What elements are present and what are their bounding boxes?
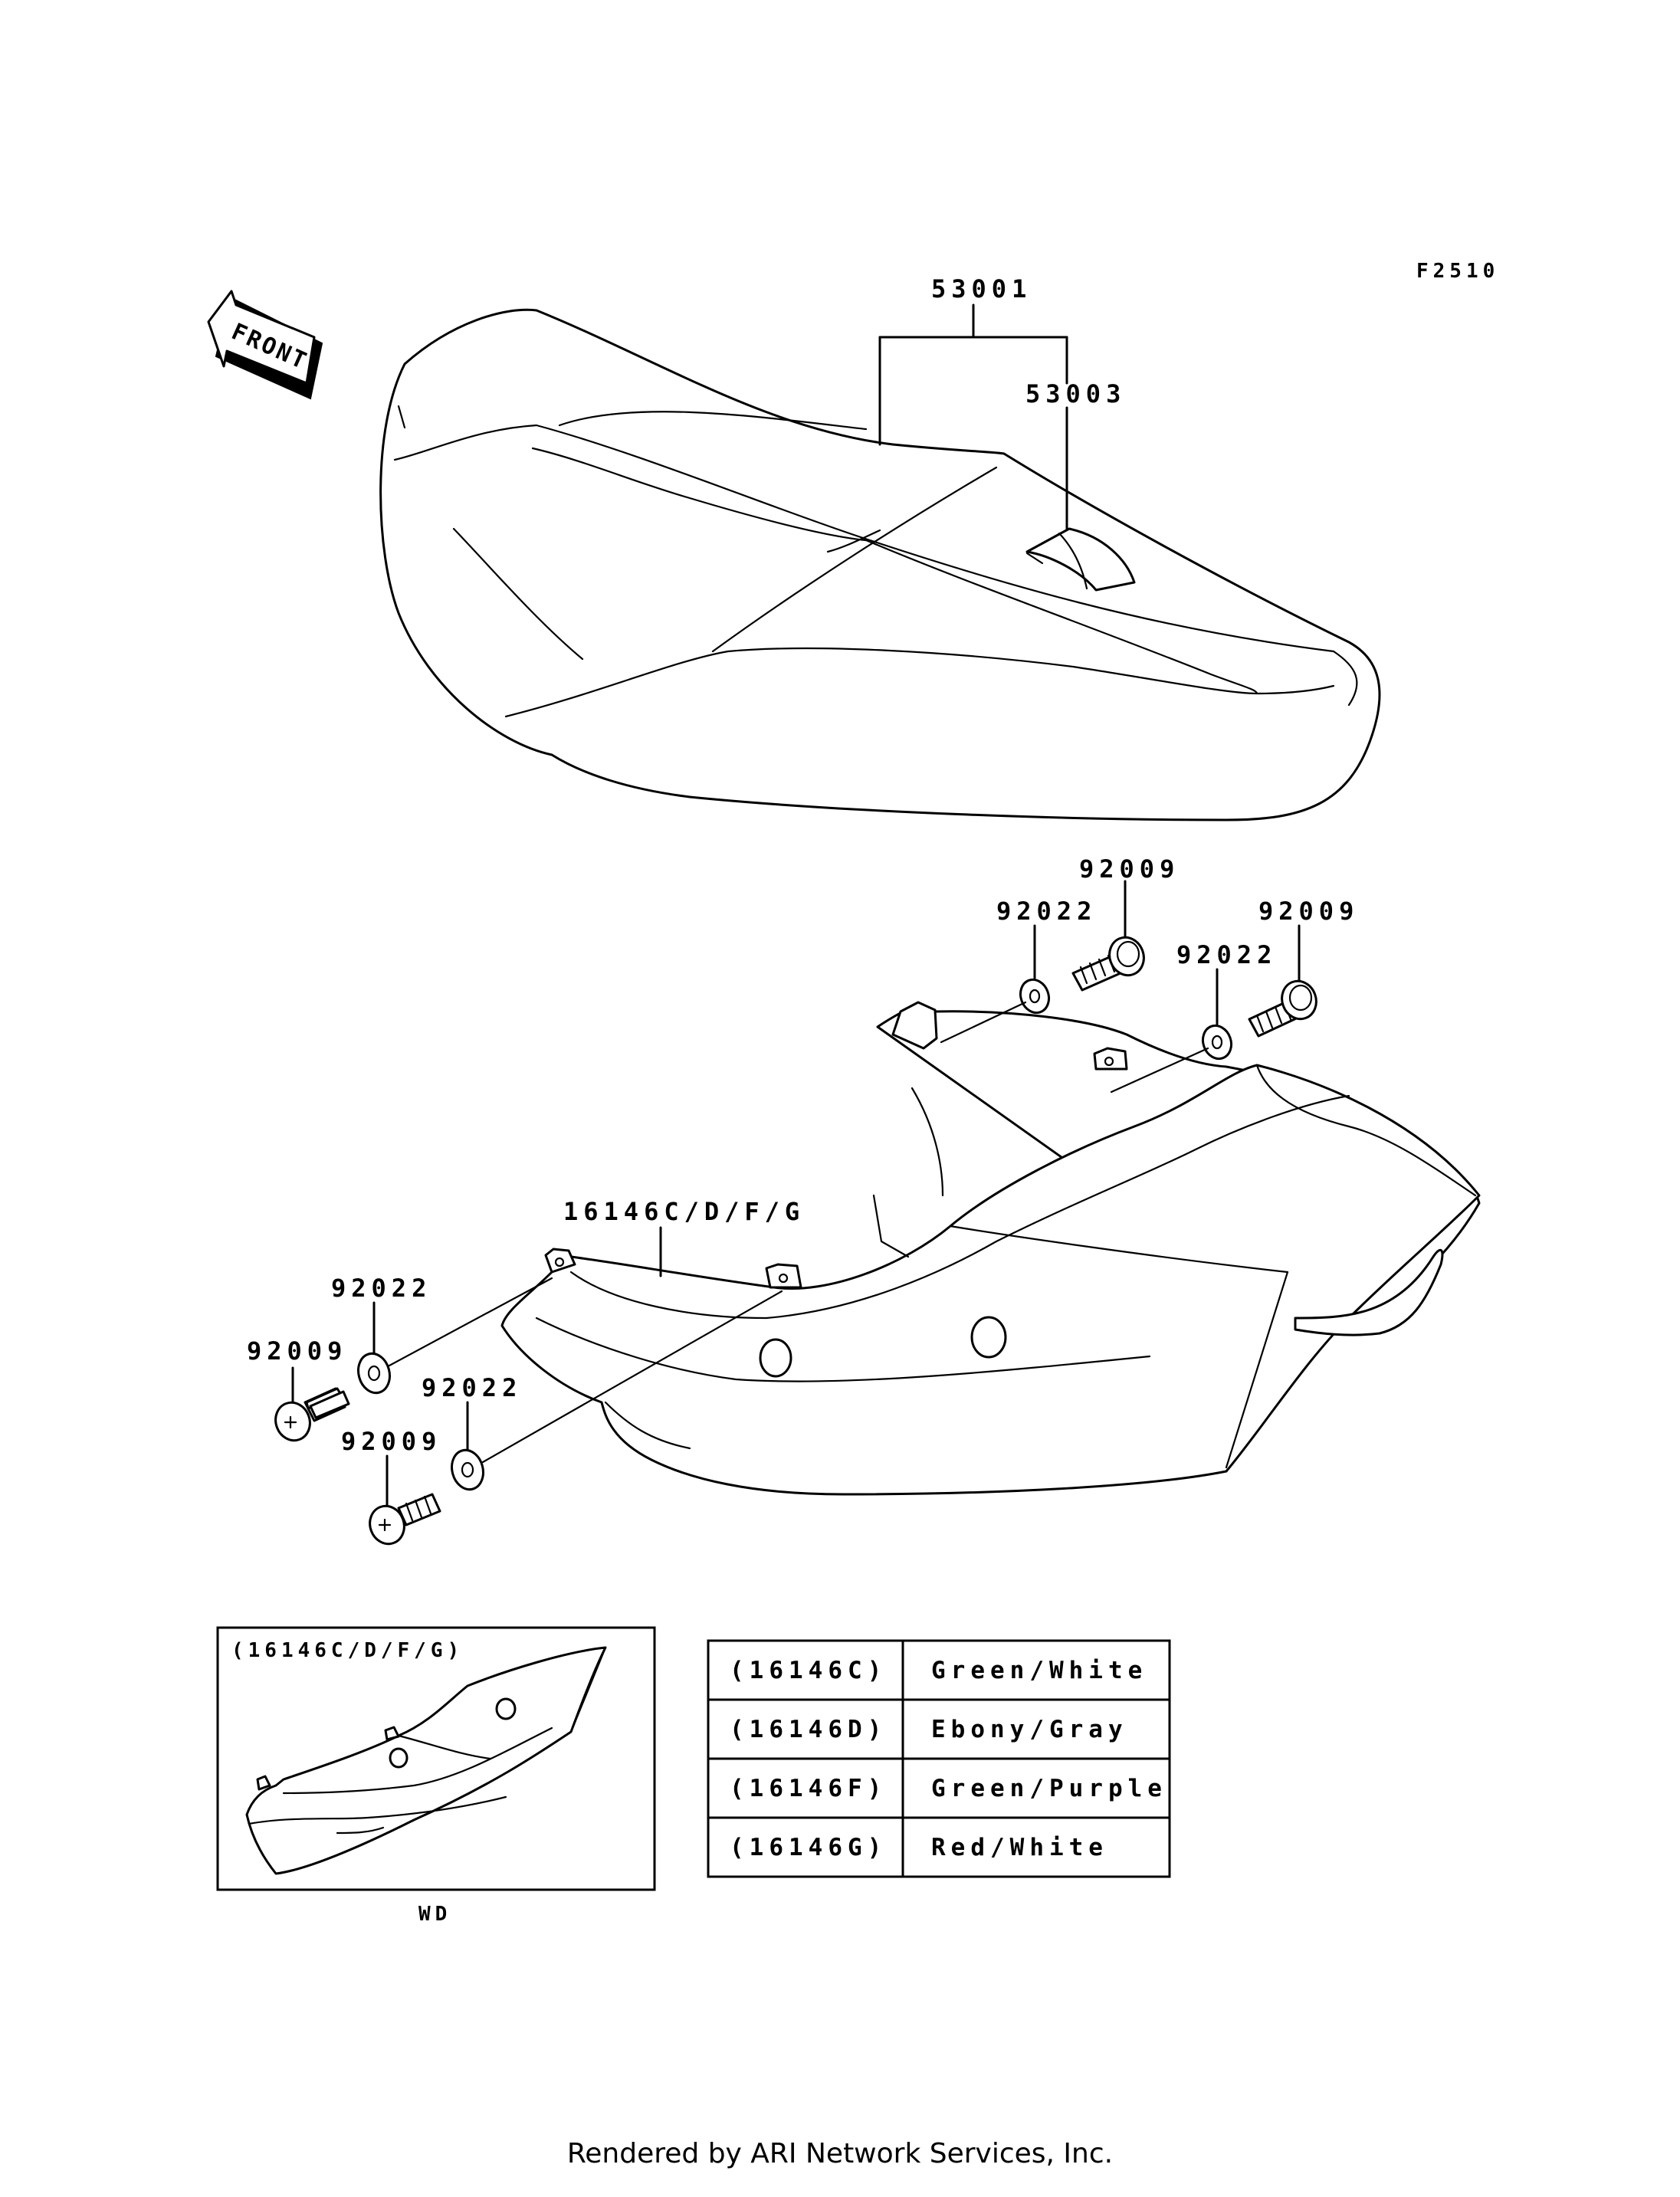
table-row-part: (16146D)	[730, 1716, 887, 1743]
table-row-color: Green/Purple	[931, 1775, 1167, 1802]
callout-53001: 53001	[931, 274, 1032, 303]
callout-16146-side-cover: 16146C/D/F/G	[563, 1197, 805, 1226]
table-row-color: Ebony/Gray	[931, 1716, 1128, 1743]
hardware-leader-lines	[291, 880, 1301, 1507]
footer-credit: Rendered by ARI Network Services, Inc.	[566, 2138, 1114, 2169]
callout-92009-top-1: 92009	[1079, 854, 1180, 884]
washer-left-1	[357, 1352, 391, 1395]
callout-92009-top-2: 92009	[1258, 897, 1359, 926]
inset-title: (16146C/D/F/G)	[231, 1639, 464, 1662]
callout-92022-top-2: 92022	[1176, 940, 1277, 969]
table-row-part: (16146C)	[730, 1657, 887, 1684]
washer-left-2	[451, 1448, 484, 1491]
color-table: (16146C) Green/White (16146D) Ebony/Gray…	[707, 1639, 1171, 1878]
callout-92022-left-1: 92022	[331, 1274, 431, 1303]
figure-code: F2510	[1416, 260, 1499, 283]
seat-callout-lines	[878, 303, 1068, 530]
front-arrow-icon: FRONT	[207, 290, 323, 400]
callout-92009-left-2: 92009	[341, 1427, 441, 1456]
side-cover-drawing	[500, 1001, 1481, 1496]
bolt-top-2	[1248, 979, 1317, 1038]
bolt-left-1	[274, 1387, 350, 1442]
washer-top-2	[1201, 1024, 1233, 1061]
table-row-part: (16146G)	[730, 1834, 887, 1861]
table-row-part: (16146F)	[730, 1775, 887, 1802]
callout-92022-left-2: 92022	[422, 1373, 522, 1402]
washer-top-1	[1019, 978, 1051, 1015]
table-row-color: Green/White	[931, 1657, 1147, 1684]
bolt-top-1	[1071, 936, 1145, 992]
callout-53003: 53003	[1025, 379, 1126, 408]
bolt-left-2	[369, 1493, 441, 1546]
variant-inset: (16146C/D/F/G)	[216, 1626, 656, 1891]
callout-92022-top-1: 92022	[996, 897, 1097, 926]
callout-92009-left-1: 92009	[247, 1336, 347, 1366]
inset-caption: WD	[418, 1903, 451, 1926]
seat-assembly-drawing	[379, 308, 1381, 821]
table-row-color: Red/White	[931, 1834, 1108, 1861]
